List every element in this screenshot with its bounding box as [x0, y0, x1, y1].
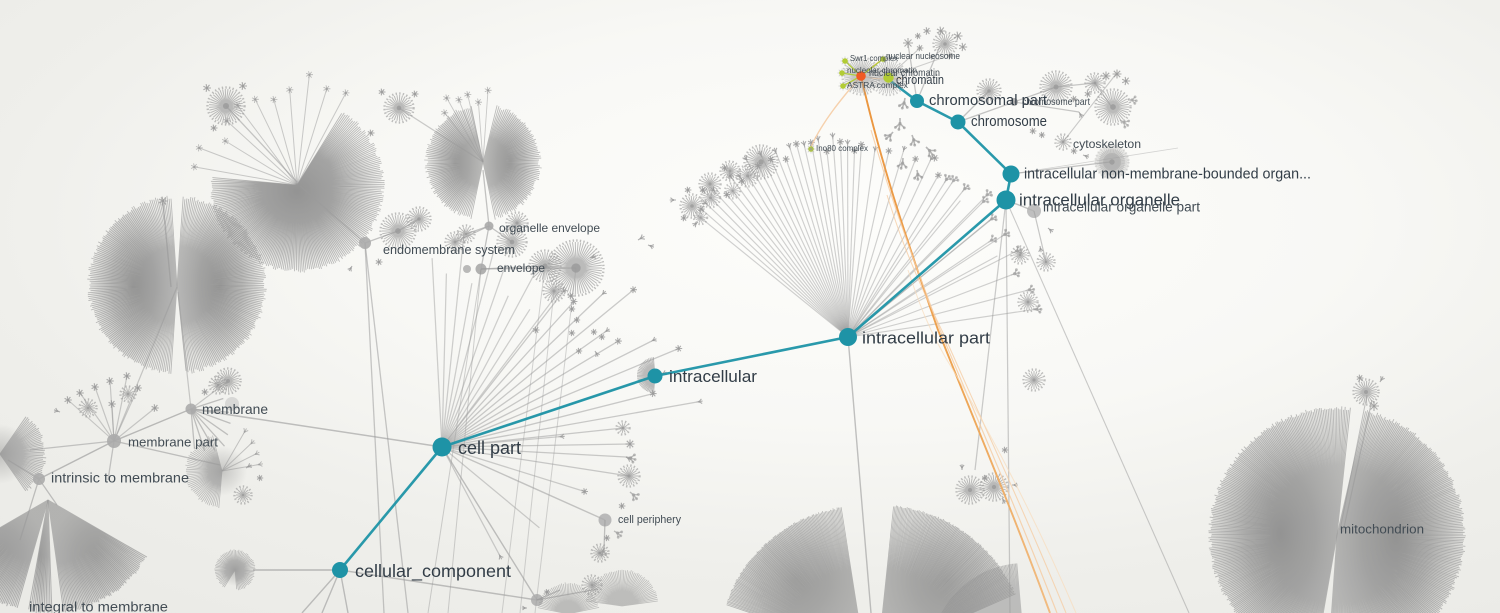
svg-text:cytoskeleton: cytoskeleton: [1073, 137, 1141, 151]
svg-text:nuclear chromatin: nuclear chromatin: [869, 67, 940, 79]
svg-text:chromosome: chromosome: [971, 114, 1047, 130]
svg-text:cell periphery: cell periphery: [618, 514, 681, 526]
svg-text:nucleolar chromatin: nucleolar chromatin: [847, 65, 917, 75]
svg-text:membrane: membrane: [202, 401, 268, 417]
svg-text:Swr1 complex: Swr1 complex: [850, 53, 899, 63]
svg-text:envelope: envelope: [497, 261, 545, 275]
svg-text:intracellular part: intracellular part: [862, 329, 990, 348]
svg-text:chromosome part: chromosome part: [1022, 96, 1090, 108]
svg-text:intracellular organelle: intracellular organelle: [1019, 191, 1180, 210]
svg-text:ASTRA complex: ASTRA complex: [847, 80, 909, 90]
svg-text:intracellular: intracellular: [669, 368, 758, 386]
svg-text:chromatin: chromatin: [896, 73, 944, 87]
svg-text:integral to membrane: integral to membrane: [29, 600, 168, 613]
svg-text:mitochondrion: mitochondrion: [1340, 522, 1424, 537]
svg-text:intrinsic to membrane: intrinsic to membrane: [51, 471, 189, 486]
svg-text:endomembrane system: endomembrane system: [383, 243, 515, 257]
svg-text:intracellular organelle part: intracellular organelle part: [1043, 200, 1200, 215]
svg-text:chromosomal part: chromosomal part: [929, 93, 1047, 109]
svg-text:organelle envelope: organelle envelope: [499, 221, 600, 235]
svg-text:Ino80 complex: Ino80 complex: [816, 143, 869, 153]
svg-text:cellular_component: cellular_component: [355, 561, 511, 582]
svg-text:cell part: cell part: [458, 438, 521, 458]
svg-text:membrane part: membrane part: [128, 435, 218, 450]
svg-text:nuclear nucleosome: nuclear nucleosome: [886, 51, 960, 61]
svg-text:intracellular non-membrane-bou: intracellular non-membrane-bounded organ…: [1024, 166, 1311, 183]
